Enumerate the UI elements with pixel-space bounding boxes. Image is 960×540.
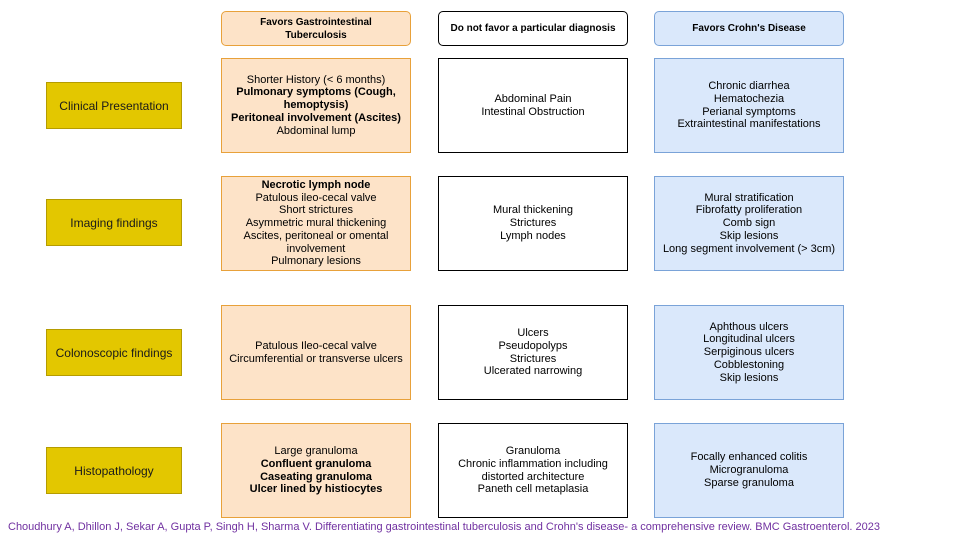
finding-item: Ascites, peritoneal or omental involveme… — [243, 229, 389, 255]
cell-tb-clinical: Shorter History (< 6 months)Pulmonary sy… — [221, 58, 411, 153]
finding-item: Aphthous ulcers — [709, 320, 789, 333]
finding-item: Ulcers — [517, 326, 549, 339]
finding-item: Chronic inflammation including distorted… — [458, 457, 608, 483]
finding-item: Circumferential or transverse ulcers — [229, 352, 403, 365]
finding-item: Strictures — [509, 352, 557, 365]
finding-item: Abdominal lump — [276, 124, 356, 137]
finding-item: Cobblestoning — [713, 358, 785, 371]
finding-item: Long segment involvement (> 3cm) — [662, 242, 836, 255]
finding-item: Asymmetric mural thickening — [245, 217, 387, 230]
row-label-imaging-findings: Imaging findings — [46, 199, 182, 246]
header-favors-crohns-text: Favors Crohn's Disease — [692, 23, 806, 34]
finding-item: Confluent granuloma — [260, 457, 372, 470]
finding-item: Granuloma — [505, 444, 561, 457]
finding-item: Lymph nodes — [500, 229, 566, 242]
finding-item: Focally enhanced colitis — [690, 451, 808, 464]
row-label-text: Imaging findings — [70, 215, 158, 230]
header-favors-crohns: Favors Crohn's Disease — [654, 11, 844, 46]
finding-item: Pulmonary lesions — [271, 255, 361, 268]
finding-item: Ulcerated narrowing — [483, 365, 583, 378]
finding-item: Serpiginous ulcers — [703, 346, 795, 359]
finding-item: Necrotic lymph node — [261, 178, 371, 191]
row-label-text: Histopathology — [74, 463, 154, 478]
row-label-histopathology: Histopathology — [46, 447, 182, 494]
finding-item: Caseating granuloma — [260, 470, 372, 483]
finding-item: Pseudopolyps — [498, 339, 568, 352]
header-no-particular-diagnosis: Do not favor a particular diagnosis — [438, 11, 628, 46]
finding-item: Strictures — [509, 217, 557, 230]
finding-item: Comb sign — [722, 217, 776, 230]
finding-item: Hematochezia — [713, 92, 785, 105]
finding-item: Sparse granuloma — [704, 476, 794, 489]
finding-item: Large granuloma — [274, 444, 358, 457]
header-favors-tuberculosis-text: Favors Gastrointestinal Tuberculosis — [260, 16, 372, 41]
row-label-text: Clinical Presentation — [59, 98, 169, 113]
finding-item: Mural stratification — [704, 191, 794, 204]
finding-item: Fibrofatty proliferation — [695, 204, 803, 217]
finding-item: Peritoneal involvement (Ascites) — [231, 111, 401, 124]
finding-item: Perianal symptoms — [702, 105, 796, 118]
header-favors-tuberculosis: Favors Gastrointestinal Tuberculosis — [221, 11, 411, 46]
row-label-text: Colonoscopic findings — [55, 345, 173, 360]
finding-item: Skip lesions — [719, 229, 779, 242]
header-no-particular-diagnosis-text: Do not favor a particular diagnosis — [450, 23, 616, 34]
row-label-clinical-presentation: Clinical Presentation — [46, 82, 182, 129]
finding-item: Microgranuloma — [709, 464, 789, 477]
finding-item: Patulous ileo-cecal valve — [255, 191, 377, 204]
citation: Choudhury A, Dhillon J, Sekar A, Gupta P… — [8, 521, 880, 533]
finding-item: Short strictures — [279, 204, 353, 217]
finding-item: Mural thickening — [492, 204, 574, 217]
finding-item: Skip lesions — [719, 371, 779, 384]
finding-item: Abdominal Pain — [494, 92, 572, 105]
finding-item: Shorter History (< 6 months) — [246, 73, 386, 86]
finding-item: Chronic diarrhea — [708, 79, 790, 92]
finding-item: Pulmonary symptoms (Cough, hemoptysis) — [236, 86, 396, 112]
finding-item: Longitudinal ulcers — [703, 333, 795, 346]
finding-item: Extraintestinal manifestations — [677, 118, 821, 131]
finding-item: Paneth cell metaplasia — [477, 483, 589, 496]
finding-item: Ulcer lined by histiocytes — [249, 483, 383, 496]
finding-item: Patulous Ileo-cecal valve — [255, 339, 377, 352]
finding-item: Intestinal Obstruction — [481, 105, 585, 118]
row-label-colonoscopic-findings: Colonoscopic findings — [46, 329, 182, 376]
